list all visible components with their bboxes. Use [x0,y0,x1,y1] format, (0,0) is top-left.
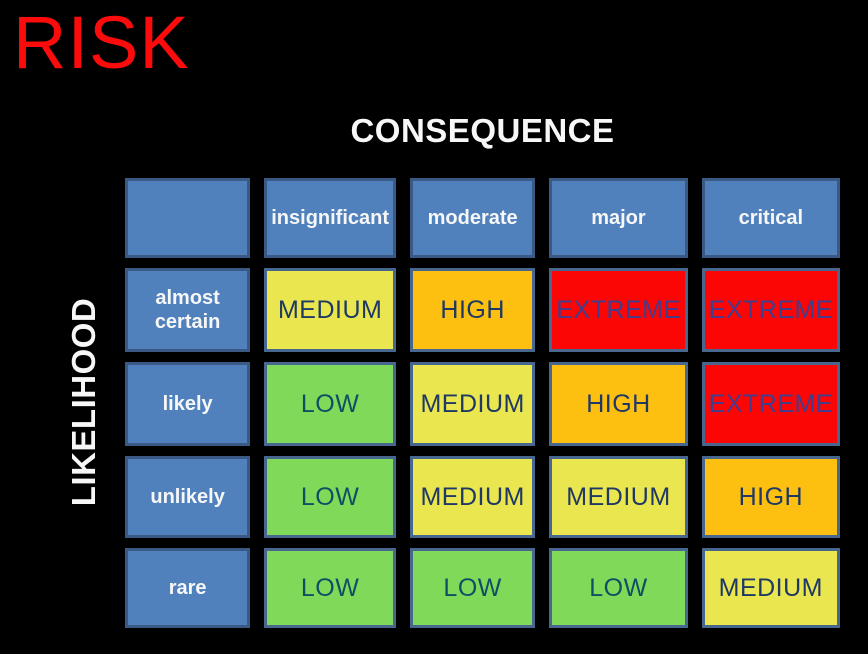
risk-cell-almost-certain-insignificant: MEDIUM [264,268,397,352]
risk-cell-unlikely-insignificant: LOW [264,456,397,538]
risk-cell-likely-critical: EXTREME [701,362,840,446]
likelihood-header-unlikely: unlikely [125,456,251,538]
risk-cell-likely-insignificant: LOW [264,362,397,446]
risk-cell-almost-certain-critical: EXTREME [701,268,840,352]
consequence-axis-label: CONSEQUENCE [350,112,615,149]
risk-cell-rare-critical: MEDIUM [701,548,840,628]
likelihood-header-rare: rare [125,548,251,628]
risk-cell-unlikely-critical: HIGH [701,456,840,538]
likelihood-header-likely: likely [125,362,251,446]
risk-cell-likely-moderate: MEDIUM [410,362,536,446]
risk-cell-almost-certain-moderate: HIGH [410,268,536,352]
risk-cell-rare-major: LOW [549,548,688,628]
consequence-header-major: major [549,178,688,258]
consequence-header-insignificant: insignificant [264,178,397,258]
likelihood-axis-label: LIKELIHOOD [65,297,102,507]
consequence-header-critical: critical [701,178,840,258]
page-title: RISK [13,1,190,84]
likelihood-header-almost-certain: almost certain [125,268,251,352]
risk-cell-unlikely-moderate: MEDIUM [410,456,536,538]
risk-cell-rare-moderate: LOW [410,548,536,628]
risk-cell-rare-insignificant: LOW [264,548,397,628]
risk-cell-likely-major: HIGH [549,362,688,446]
consequence-header-moderate: moderate [410,178,536,258]
corner-cell [125,178,251,258]
risk-cell-unlikely-major: MEDIUM [549,456,688,538]
risk-cell-almost-certain-major: EXTREME [549,268,688,352]
